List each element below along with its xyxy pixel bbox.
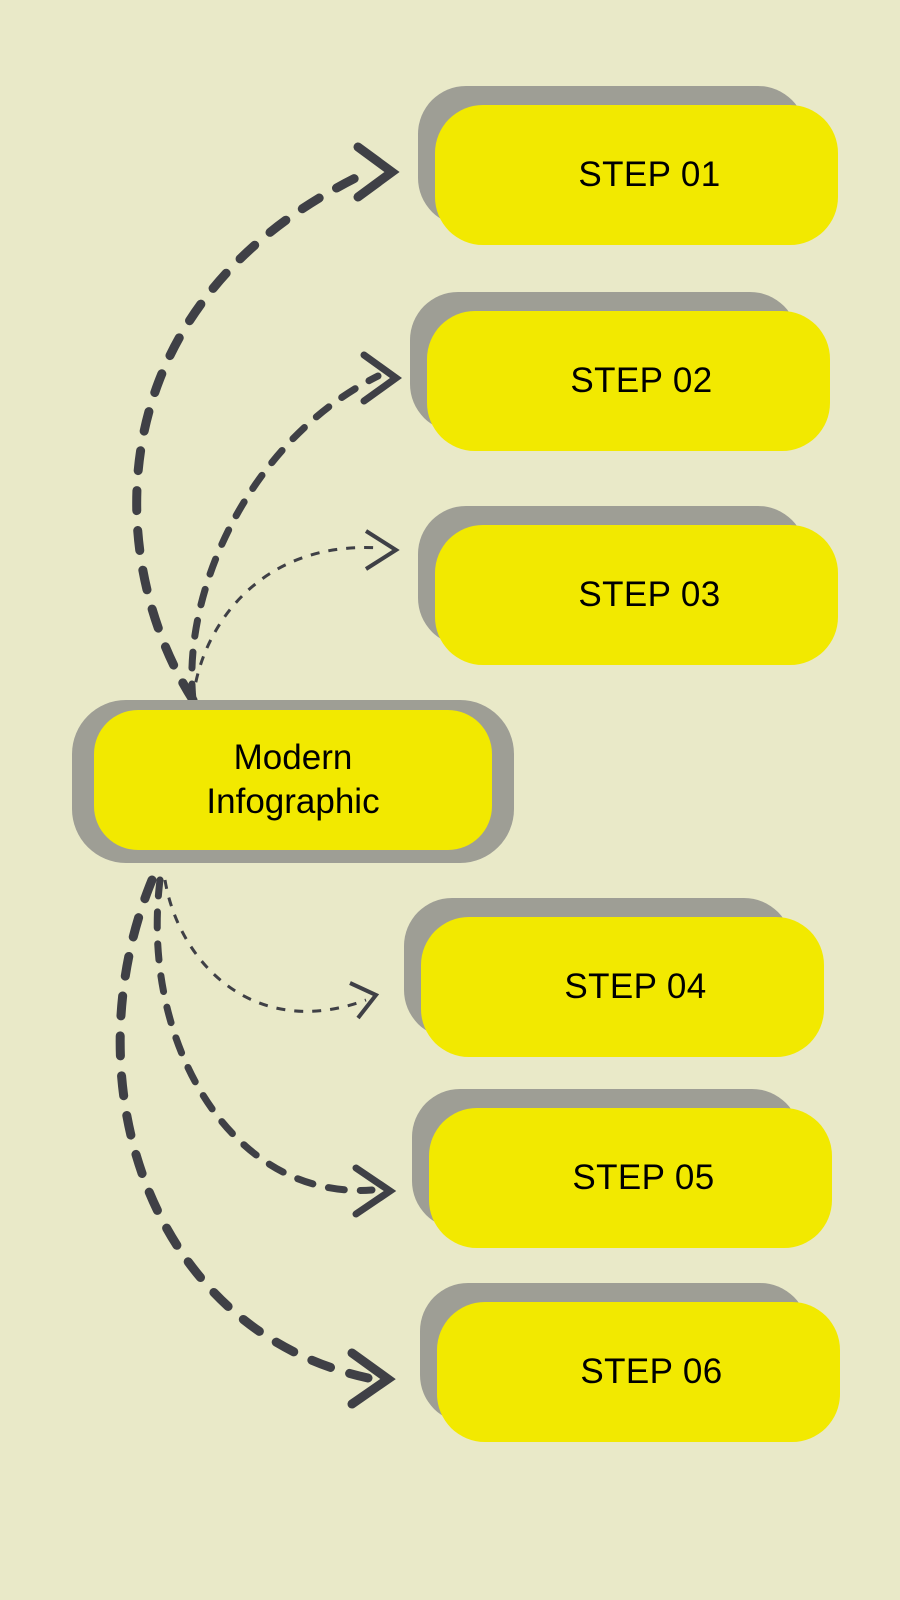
center-node-box[interactable]: Modern Infographic xyxy=(94,710,492,850)
connector-to-step-01-arrowhead xyxy=(353,142,400,202)
center-node-label: Modern Infographic xyxy=(94,710,492,850)
connector-to-step-05 xyxy=(153,876,397,1218)
connector-to-step-02-path xyxy=(188,372,382,704)
connector-to-step-04-path xyxy=(163,879,367,1013)
step-card-06-label: STEP 06 xyxy=(580,1352,723,1391)
connector-to-step-01 xyxy=(132,142,400,705)
step-card-02-box[interactable]: STEP 02 xyxy=(427,311,830,451)
step-card-04-label: STEP 04 xyxy=(564,967,707,1006)
step-card-01-label: STEP 01 xyxy=(578,155,721,194)
connector-to-step-01-path xyxy=(132,165,377,705)
step-card-03-box[interactable]: STEP 03 xyxy=(435,525,838,665)
connector-to-step-06-arrowhead xyxy=(347,1348,396,1409)
step-card-05-box[interactable]: STEP 05 xyxy=(429,1108,832,1248)
connector-to-step-05-arrowhead xyxy=(352,1164,397,1218)
connector-to-step-06 xyxy=(115,875,396,1409)
connector-to-step-02-arrowhead xyxy=(360,351,402,405)
center-node-label-line1: Modern xyxy=(233,738,353,778)
connector-to-step-03 xyxy=(191,529,400,701)
connector-to-step-05-path xyxy=(153,876,376,1194)
connector-to-step-03-arrowhead xyxy=(364,529,400,571)
step-card-01-box[interactable]: STEP 01 xyxy=(435,105,838,245)
step-card-02-label: STEP 02 xyxy=(570,361,713,400)
step-card-03-label: STEP 03 xyxy=(578,575,721,614)
step-card-06-box[interactable]: STEP 06 xyxy=(437,1302,840,1442)
connector-to-step-04 xyxy=(163,879,380,1020)
connector-to-step-06-path xyxy=(115,875,373,1383)
step-card-05-label: STEP 05 xyxy=(572,1158,715,1197)
connector-to-step-02 xyxy=(188,351,402,704)
center-node-label-line2: Infographic xyxy=(206,782,380,821)
step-card-04-box[interactable]: STEP 04 xyxy=(421,917,824,1057)
connector-to-step-03-path xyxy=(191,546,381,701)
connector-to-step-04-arrowhead xyxy=(349,981,380,1020)
